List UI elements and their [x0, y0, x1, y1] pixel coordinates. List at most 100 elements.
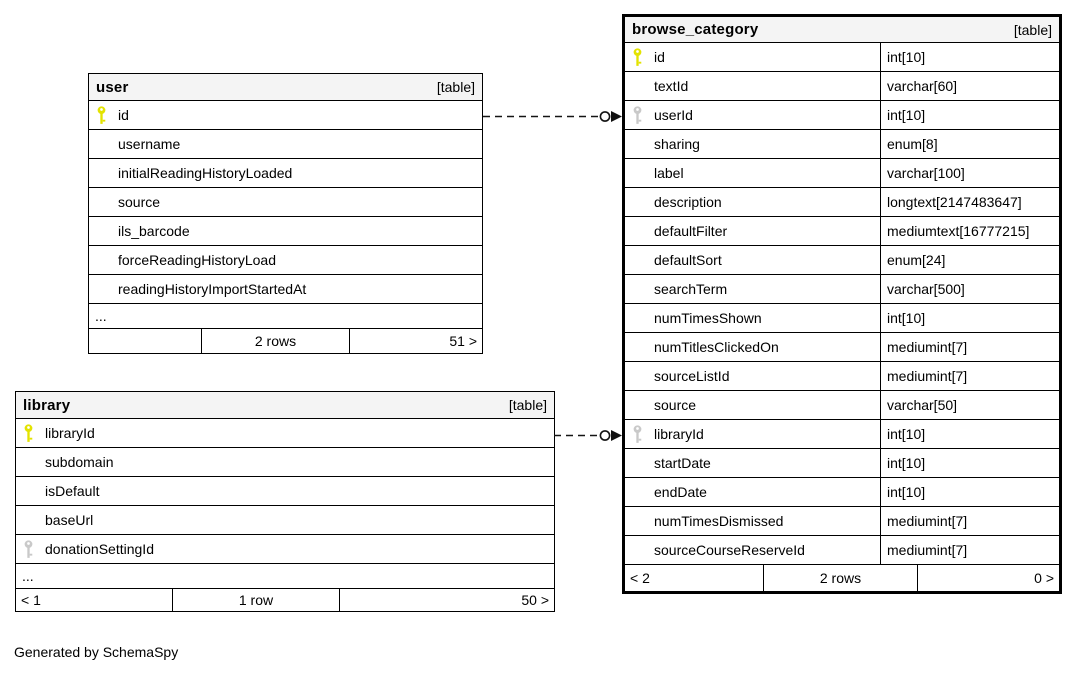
column-type: mediumtext[16777215]	[880, 217, 1059, 245]
column-type: varchar[60]	[880, 72, 1059, 100]
footer-parents: < 1	[21, 592, 41, 608]
column-row: textId varchar[60]	[625, 72, 1059, 101]
column-row: defaultFilter mediumtext[16777215]	[625, 217, 1059, 246]
table-title[interactable]: user	[96, 78, 129, 96]
column-row: defaultSort enum[24]	[625, 246, 1059, 275]
table-footer: < 1 1 row 50 >	[16, 589, 554, 611]
column-row: userId int[10]	[625, 101, 1059, 130]
column-row: sourceListId mediumint[7]	[625, 362, 1059, 391]
column-type: int[10]	[880, 43, 1059, 71]
column-type: int[10]	[880, 478, 1059, 506]
column-row: endDate int[10]	[625, 478, 1059, 507]
footer-parents: < 2	[630, 570, 650, 586]
column-row: id	[89, 101, 482, 130]
column-name: source	[654, 397, 697, 413]
table-type-badge: [table]	[1013, 21, 1052, 38]
column-name: id	[654, 49, 665, 65]
footer-row-count: 2 rows	[763, 565, 917, 591]
table-title[interactable]: browse_category	[632, 21, 759, 38]
more-columns-ellipsis: ...	[89, 304, 482, 329]
column-name: initialReadingHistoryLoaded	[118, 165, 293, 181]
column-name: ils_barcode	[118, 223, 190, 239]
table-title[interactable]: library	[23, 396, 71, 414]
column-name: source	[118, 194, 161, 210]
column-name: isDefault	[45, 483, 100, 499]
column-row: forceReadingHistoryLoad	[89, 246, 482, 275]
column-row: numTimesShown int[10]	[625, 304, 1059, 333]
column-name: defaultSort	[654, 252, 722, 268]
table-browse-category: browse_category [table] id int[10] textI…	[622, 14, 1062, 594]
column-row: libraryId	[16, 419, 554, 448]
column-name: textId	[654, 78, 689, 94]
footer-parents	[89, 329, 201, 353]
footer-children: 50 >	[339, 589, 554, 611]
column-type: varchar[500]	[880, 275, 1059, 303]
column-row: source varchar[50]	[625, 391, 1059, 420]
column-row: label varchar[100]	[625, 159, 1059, 188]
primary-key-icon	[97, 105, 118, 125]
footer-row-count: 1 row	[172, 589, 339, 611]
column-name: label	[654, 165, 684, 181]
table-footer: < 2 2 rows 0 >	[625, 565, 1059, 591]
column-name: readingHistoryImportStartedAt	[118, 281, 307, 297]
foreign-key-icon	[24, 539, 45, 559]
column-row: source	[89, 188, 482, 217]
column-name: numTitlesClickedOn	[654, 339, 779, 355]
column-type: mediumint[7]	[880, 507, 1059, 535]
column-name: forceReadingHistoryLoad	[118, 252, 276, 268]
table-library: library [table] libraryId subdomain isDe…	[15, 391, 555, 612]
column-row: baseUrl	[16, 506, 554, 535]
foreign-key-icon	[633, 424, 654, 444]
column-type: enum[24]	[880, 246, 1059, 274]
column-row: subdomain	[16, 448, 554, 477]
column-type: varchar[50]	[880, 391, 1059, 419]
footer-row-count: 2 rows	[201, 329, 349, 353]
column-name: userId	[654, 107, 693, 123]
column-row: searchTerm varchar[500]	[625, 275, 1059, 304]
column-row: startDate int[10]	[625, 449, 1059, 478]
column-name: defaultFilter	[654, 223, 728, 239]
column-type: enum[8]	[880, 130, 1059, 158]
table-header[interactable]: user [table]	[89, 74, 482, 101]
column-type: mediumint[7]	[880, 536, 1059, 564]
column-row: numTitlesClickedOn mediumint[7]	[625, 333, 1059, 362]
column-name: username	[118, 136, 181, 152]
column-name: sharing	[654, 136, 700, 152]
footer-children: 0 >	[917, 565, 1059, 591]
column-name: subdomain	[45, 454, 114, 470]
column-name: libraryId	[654, 426, 704, 442]
column-row: donationSettingId	[16, 535, 554, 564]
column-type: mediumint[7]	[880, 333, 1059, 361]
column-type: mediumint[7]	[880, 362, 1059, 390]
table-type-badge: [table]	[508, 397, 547, 413]
generated-by-note: Generated by SchemaSpy	[14, 644, 179, 660]
column-row: initialReadingHistoryLoaded	[89, 159, 482, 188]
foreign-key-icon	[633, 105, 654, 125]
table-header[interactable]: browse_category [table]	[625, 17, 1059, 43]
column-type: varchar[100]	[880, 159, 1059, 187]
column-name: startDate	[654, 455, 711, 471]
column-row: numTimesDismissed mediumint[7]	[625, 507, 1059, 536]
table-user: user [table] id username initialReadingH…	[88, 73, 483, 354]
column-row: username	[89, 130, 482, 159]
column-row: ils_barcode	[89, 217, 482, 246]
column-name: sourceCourseReserveId	[654, 542, 805, 558]
column-type: int[10]	[880, 304, 1059, 332]
column-row: description longtext[2147483647]	[625, 188, 1059, 217]
connector-library-libraryid-to-browse-category-libraryid	[554, 430, 622, 441]
footer-children: 51 >	[349, 329, 482, 353]
column-row: sharing enum[8]	[625, 130, 1059, 159]
table-footer: 2 rows 51 >	[89, 329, 482, 353]
column-name: description	[654, 194, 722, 210]
column-name: numTimesShown	[654, 310, 762, 326]
column-row: readingHistoryImportStartedAt	[89, 275, 482, 304]
primary-key-icon	[633, 47, 654, 67]
column-row: libraryId int[10]	[625, 420, 1059, 449]
connector-user-id-to-browse-category-userid	[483, 111, 622, 122]
table-header[interactable]: library [table]	[16, 392, 554, 419]
column-row: sourceCourseReserveId mediumint[7]	[625, 536, 1059, 565]
column-row: id int[10]	[625, 43, 1059, 72]
column-name: sourceListId	[654, 368, 730, 384]
table-type-badge: [table]	[436, 79, 475, 95]
